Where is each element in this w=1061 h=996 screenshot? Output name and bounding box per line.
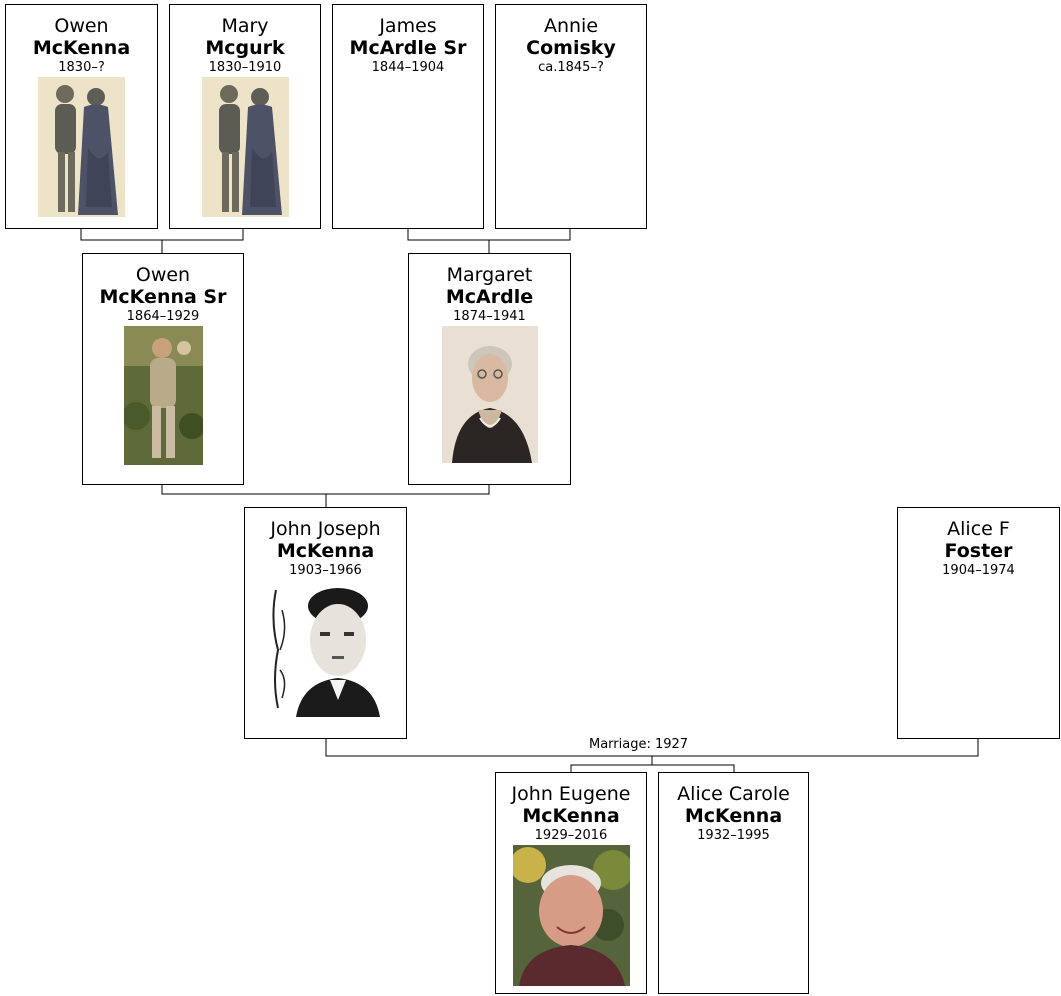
given-name: Mary <box>221 15 269 37</box>
life-dates: 1932–1995 <box>697 828 770 843</box>
couple-photo <box>201 77 289 217</box>
life-dates: 1830–? <box>58 60 105 75</box>
surname: McKenna <box>522 805 620 827</box>
surname: McKenna <box>32 37 131 59</box>
surname: McKenna Sr <box>99 286 227 308</box>
life-dates: 1929–2016 <box>534 828 608 843</box>
surname: McArdle <box>445 286 534 308</box>
life-dates: 1864–1929 <box>126 309 200 324</box>
portrait-photo <box>267 580 384 717</box>
person-card-john-joseph-mckenna[interactable]: John Joseph McKenna 1903–1966 <box>244 507 407 739</box>
person-card-mary-mcgurk[interactable]: Mary Mcgurk 1830–1910 <box>169 4 321 229</box>
person-card-owen-mckenna-1830[interactable]: Owen McKenna 1830–? <box>5 4 158 229</box>
portrait-photo <box>123 326 203 465</box>
person-card-owen-mckenna-sr[interactable]: Owen McKenna Sr 1864–1929 <box>82 253 244 485</box>
marriage-label: Marriage: 1927 <box>588 737 690 752</box>
person-card-margaret-mcardle[interactable]: Margaret McArdle 1874–1941 <box>408 253 571 485</box>
surname: McKenna <box>684 805 783 827</box>
surname: Mcgurk <box>205 37 285 59</box>
given-name: Margaret <box>446 264 533 286</box>
life-dates: 1904–1974 <box>942 563 1015 578</box>
person-card-annie-comisky[interactable]: Annie Comisky ca.1845–? <box>495 4 647 229</box>
portrait-photo <box>512 845 630 986</box>
person-card-james-mcardle-sr[interactable]: James McArdle Sr 1844–1904 <box>332 4 484 229</box>
life-dates: 1874–1941 <box>453 309 526 324</box>
surname: Comisky <box>526 37 616 59</box>
given-name: Owen <box>54 15 109 37</box>
person-card-alice-f-foster[interactable]: Alice F Foster 1904–1974 <box>897 507 1060 739</box>
person-card-alice-carole-mckenna[interactable]: Alice Carole McKenna 1932–1995 <box>658 772 809 994</box>
life-dates: 1844–1904 <box>371 60 445 75</box>
life-dates: 1830–1910 <box>208 60 282 75</box>
given-name: John Eugene <box>511 783 631 805</box>
portrait-photo <box>441 326 538 463</box>
life-dates: 1903–1966 <box>289 563 362 578</box>
life-dates: ca.1845–? <box>538 60 604 75</box>
given-name: James <box>379 15 437 37</box>
person-card-john-eugene-mckenna[interactable]: John Eugene McKenna 1929–2016 <box>495 772 647 994</box>
couple-photo <box>38 77 125 217</box>
given-name: Alice Carole <box>677 783 790 805</box>
surname: McArdle Sr <box>349 37 467 59</box>
given-name: Annie <box>543 15 599 37</box>
given-name: John Joseph <box>270 518 381 540</box>
given-name: Alice F <box>947 518 1010 540</box>
surname: Foster <box>944 540 1013 562</box>
given-name: Owen <box>135 264 191 286</box>
surname: McKenna <box>276 540 375 562</box>
